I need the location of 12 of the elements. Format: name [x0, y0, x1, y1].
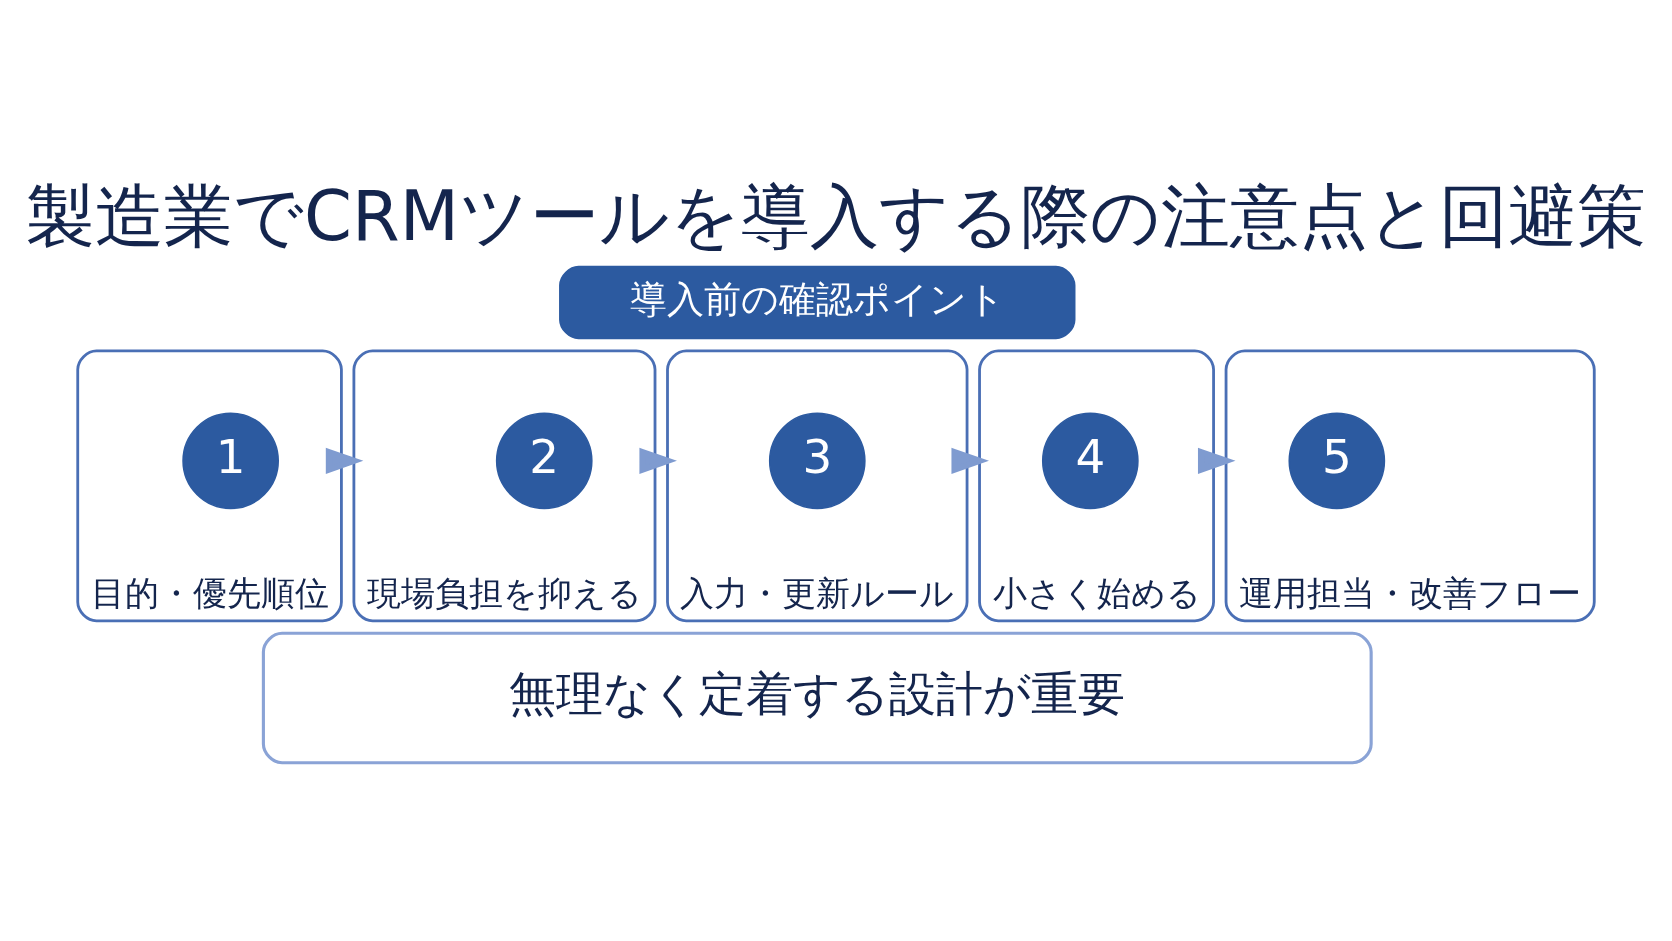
arrow — [1197, 447, 1236, 474]
node-circle: 2 — [495, 412, 593, 509]
node-box: 無理なく定着する設計が重要 — [261, 631, 1373, 764]
arrow — [325, 447, 364, 474]
node-circle: 4 — [1041, 412, 1139, 509]
arrow — [951, 447, 989, 474]
diagram-title: 製造業でCRMツールを導入する際の注意点と回避策 — [26, 175, 1646, 256]
node-circle: 1 — [182, 412, 279, 509]
node-circle: 5 — [1288, 412, 1386, 509]
node-circle: 3 — [768, 412, 866, 509]
arrow — [639, 447, 677, 474]
node-box: 導入前の確認ポイント — [559, 265, 1076, 339]
